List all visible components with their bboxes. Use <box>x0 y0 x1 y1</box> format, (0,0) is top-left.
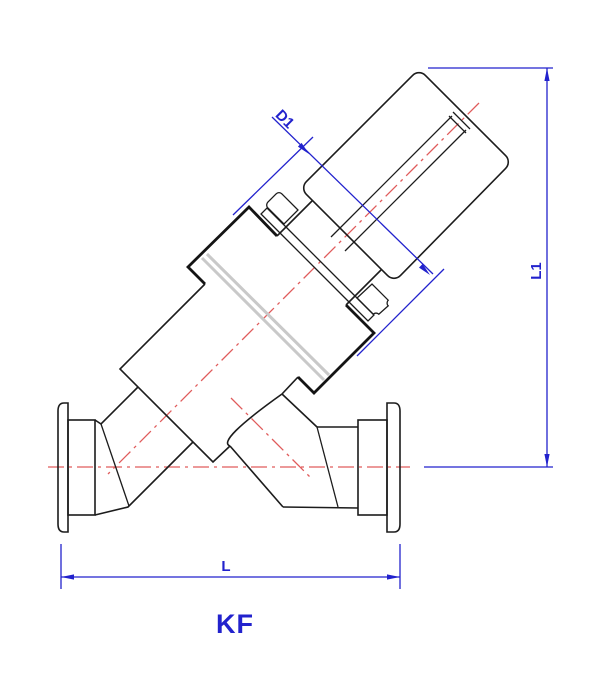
bonnet-flange-lower-edge <box>297 304 376 395</box>
piston-rod <box>330 111 471 252</box>
left-port-cone-top <box>94 386 139 426</box>
body-elbow-intersection-arc <box>226 393 283 447</box>
neck-step-line <box>279 232 350 303</box>
bolt-head <box>266 192 299 225</box>
flange-series-label: KF <box>216 609 254 639</box>
dimension-l1: L1 <box>424 67 553 468</box>
body-lower-outline <box>118 283 231 464</box>
dimension-l: L <box>60 544 401 589</box>
bolt-washer <box>260 207 287 234</box>
rod-wall <box>344 129 467 252</box>
left-flange-disc <box>57 402 69 533</box>
l-arrowhead <box>61 574 74 580</box>
bolt-washer <box>348 295 375 322</box>
left-flange-hub <box>67 419 96 516</box>
body-side-face <box>281 376 299 395</box>
elbow-upper-wall <box>281 393 318 428</box>
right-flange-disc <box>386 402 401 533</box>
l-arrowhead <box>387 574 400 580</box>
d1-arrowhead <box>297 142 309 154</box>
bonnet-flange <box>186 205 376 395</box>
neck-lower-wall <box>345 269 382 306</box>
gasket-line <box>200 256 326 382</box>
left-port-cone-bottom <box>94 441 194 516</box>
actuator-cylinder <box>302 71 510 280</box>
neck-step-line <box>285 226 356 297</box>
d1-arrowhead <box>419 263 430 275</box>
gasket-joint-lines <box>200 252 331 382</box>
centerline-actuator-axis <box>107 102 480 475</box>
rod-end-step <box>452 111 471 130</box>
left-cone-inner-edge <box>100 423 130 507</box>
d1-extension-line <box>356 268 445 357</box>
gasket-line <box>205 252 331 377</box>
l1-arrowhead <box>544 454 550 467</box>
rod-wall <box>330 115 453 238</box>
neck-upper-wall <box>276 200 313 237</box>
valve-body <box>118 283 299 464</box>
d1-dimension-line <box>271 116 434 275</box>
rod-end-step <box>448 115 467 134</box>
bonnet-neck <box>276 200 382 306</box>
d1-label: D1 <box>272 107 298 133</box>
l1-arrowhead <box>544 68 550 81</box>
l1-label: L1 <box>528 262 545 280</box>
bolt-lower <box>348 283 390 322</box>
cylinder-outline <box>302 71 510 280</box>
left-kf-flange <box>57 386 194 533</box>
l-label: L <box>221 558 230 575</box>
centerline-elbow <box>230 397 312 479</box>
centerlines <box>48 102 480 479</box>
bolt-upper <box>260 192 299 234</box>
elbow-lower-wall <box>229 445 284 508</box>
bolt-head <box>356 283 390 316</box>
right-kf-flange <box>229 393 401 533</box>
right-port-bottom-wall <box>282 506 359 509</box>
bonnet-flange-upper-edge <box>186 205 279 285</box>
d1-extension-line <box>232 136 314 216</box>
right-cone-inner-edge <box>316 426 339 508</box>
